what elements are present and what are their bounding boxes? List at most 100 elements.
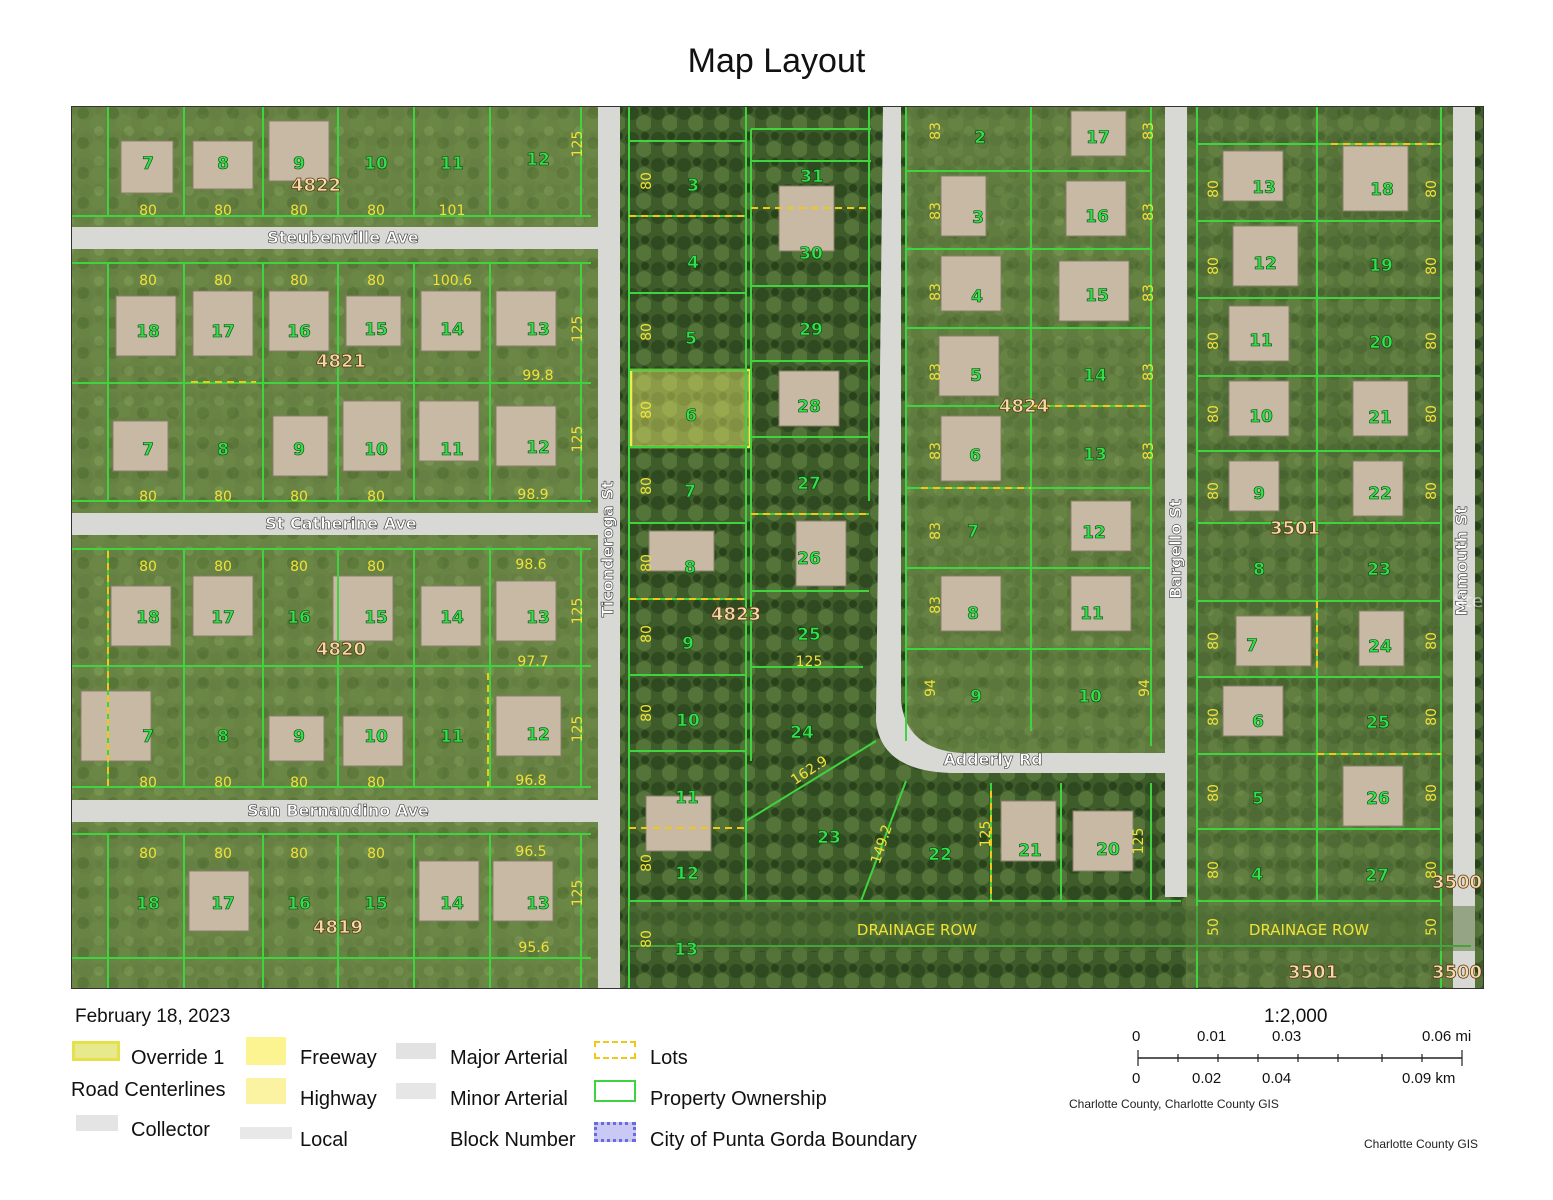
dimension-label: 80 xyxy=(214,203,232,219)
legend-lots: Lots xyxy=(650,1047,688,1069)
city-boundary-swatch xyxy=(594,1122,636,1142)
freeway-swatch xyxy=(246,1037,286,1065)
dimension-label: 80 xyxy=(1424,861,1440,879)
road-ticonderoga-st xyxy=(598,107,620,988)
scale-mi-0: 0 xyxy=(1132,1028,1141,1045)
legend-major-arterial: Major Arterial xyxy=(450,1047,568,1069)
map-date: February 18, 2023 xyxy=(75,1006,231,1027)
lot-number: 3 xyxy=(687,176,699,196)
lot-number: 10 xyxy=(676,711,700,731)
dimension-label: 80 xyxy=(290,273,308,289)
lot-number: 8 xyxy=(1253,560,1265,580)
lot-number: 15 xyxy=(364,608,388,628)
dimension-label: 80 xyxy=(367,203,385,219)
dimension-label: 80 xyxy=(639,323,655,341)
block-number: 3500 xyxy=(1432,872,1482,893)
dimension-label: 80 xyxy=(639,477,655,495)
block-number: 4822 xyxy=(291,175,341,196)
dimension-label: 80 xyxy=(139,846,157,862)
dimension-label: 125 xyxy=(1131,828,1147,855)
dimension-label: 125 xyxy=(570,716,586,743)
dimension-label: 97.7 xyxy=(517,654,548,670)
minor-arterial-swatch xyxy=(396,1083,436,1099)
dimension-label: 80 xyxy=(139,273,157,289)
dimension-label: 80 xyxy=(290,846,308,862)
dimension-label: 80 xyxy=(367,273,385,289)
lot-number: 12 xyxy=(675,864,699,884)
map-canvas[interactable]: Steubenville Ave St Catherine Ave San Be… xyxy=(71,106,1484,989)
lot-number: 13 xyxy=(674,940,698,960)
scale-source-credit: Charlotte County, Charlotte County GIS xyxy=(1069,1097,1279,1111)
dimension-label: 83 xyxy=(1141,203,1157,221)
dimension-label: 80 xyxy=(639,172,655,190)
lot-number: 9 xyxy=(682,634,694,654)
dimension-label: 98.9 xyxy=(517,487,548,503)
lot-number: 17 xyxy=(211,894,235,914)
dimension-label: 50 xyxy=(1424,918,1440,936)
scale-km-0: 0 xyxy=(1132,1070,1141,1087)
lot-number: 9 xyxy=(293,727,305,747)
lot-number: 16 xyxy=(287,894,311,914)
lot-number: 15 xyxy=(1085,286,1109,306)
lot-number: 18 xyxy=(1370,180,1394,200)
lot-number: 13 xyxy=(526,320,550,340)
lot-number: 3 xyxy=(972,208,984,228)
scale-km-2: 0.04 xyxy=(1262,1070,1292,1087)
scale-mi-2: 0.03 xyxy=(1272,1028,1302,1045)
lot-number: 18 xyxy=(136,894,160,914)
dimension-label: 80 xyxy=(367,489,385,505)
label-bargello-st: Bargello St xyxy=(1166,499,1185,599)
dimension-label: 80 xyxy=(367,846,385,862)
lot-number: 24 xyxy=(1368,637,1392,657)
label-ticonderoga-st: Ticonderoga St xyxy=(598,480,617,617)
dimension-label: 80 xyxy=(639,625,655,643)
dimension-label: 80 xyxy=(139,775,157,791)
dimension-label: 80 xyxy=(639,554,655,572)
lot-number: 8 xyxy=(217,440,229,460)
dimension-label: 125 xyxy=(570,316,586,343)
legend-property-ownership: Property Ownership xyxy=(650,1088,827,1110)
legend-minor-arterial: Minor Arterial xyxy=(450,1088,568,1110)
road-st-catherine-ave xyxy=(72,513,612,535)
lot-number: 6 xyxy=(685,406,697,426)
dimension-label: 80 xyxy=(1206,784,1222,802)
lot-number: 10 xyxy=(364,727,388,747)
local-swatch xyxy=(240,1127,292,1139)
lot-number: 20 xyxy=(1096,840,1120,860)
block-number: 3501 xyxy=(1270,518,1320,539)
dimension-label: 80 xyxy=(1424,632,1440,650)
lot-number: 4 xyxy=(687,253,699,273)
lot-number: 16 xyxy=(1085,207,1109,227)
lot-number: 18 xyxy=(136,322,160,342)
lot-number: 9 xyxy=(293,154,305,174)
dimension-label: 80 xyxy=(1424,482,1440,500)
dimension-label: 125 xyxy=(796,654,823,670)
property-ownership-swatch xyxy=(594,1080,636,1102)
lot-number: 12 xyxy=(1082,523,1106,543)
block-number: 4821 xyxy=(316,351,366,372)
lot-number: 26 xyxy=(1366,789,1390,809)
lot-number: 16 xyxy=(287,608,311,628)
dimension-label: 80 xyxy=(1206,482,1222,500)
override-swatch xyxy=(72,1041,120,1061)
block-number: 3501 xyxy=(1288,962,1338,983)
dimension-label: 80 xyxy=(1206,861,1222,879)
dimension-label: 83 xyxy=(1141,284,1157,302)
lot-number: 7 xyxy=(142,154,154,174)
dimension-label: 83 xyxy=(928,122,944,140)
lot-number: 22 xyxy=(1368,484,1392,504)
lot-number: 9 xyxy=(293,440,305,460)
dimension-label: 80 xyxy=(1424,784,1440,802)
lot-number: 13 xyxy=(526,894,550,914)
major-arterial-swatch xyxy=(396,1043,436,1059)
dimension-label: 80 xyxy=(1424,180,1440,198)
scale-mi-1: 0.01 xyxy=(1197,1028,1227,1045)
dimension-label: 80 xyxy=(1206,257,1222,275)
dimension-label: 96.5 xyxy=(515,844,546,860)
dimension-label: 125 xyxy=(570,131,586,158)
scale-ratio: 1:2,000 xyxy=(1264,1006,1328,1027)
lot-number: 21 xyxy=(1018,841,1042,861)
dimension-label: 80 xyxy=(1206,180,1222,198)
dimension-label: 100.6 xyxy=(432,273,472,289)
